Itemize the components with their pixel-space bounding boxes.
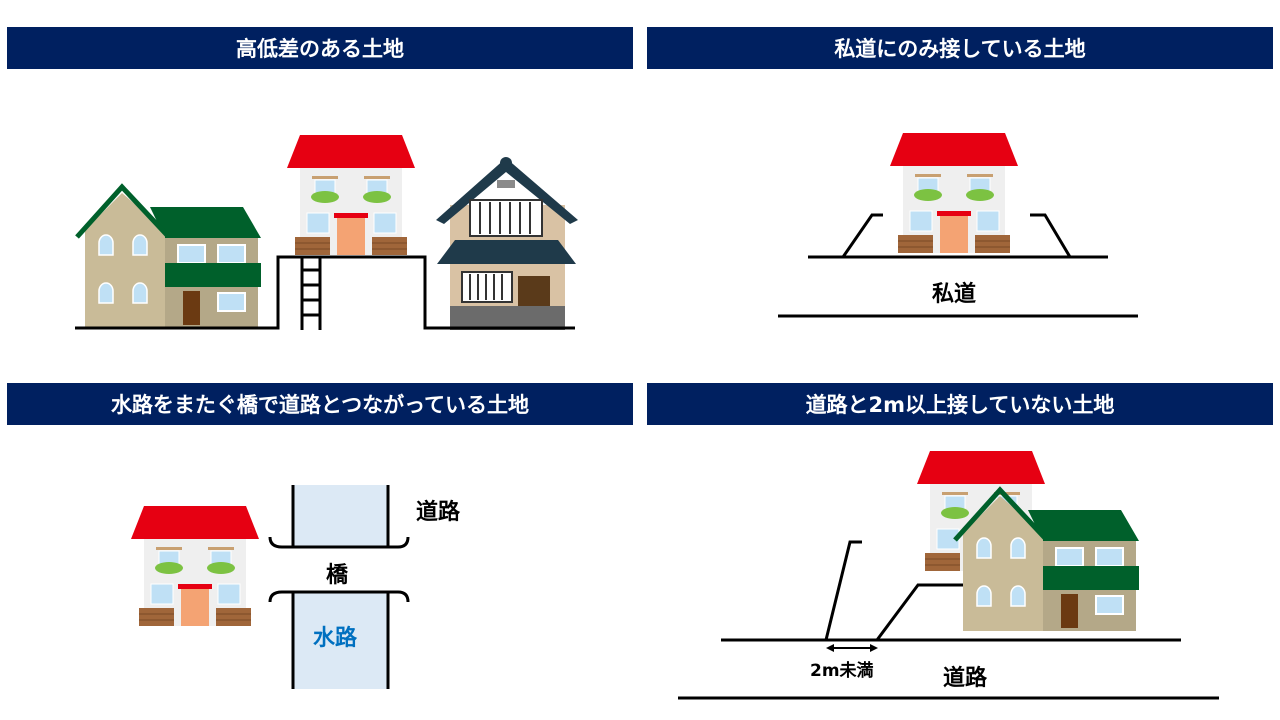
waterway-label: 水路 <box>313 626 358 651</box>
red-house-icon <box>130 505 260 627</box>
road-label: 道路 <box>943 666 988 691</box>
panel-title-private-road: 私道にのみ接している土地 <box>647 27 1273 69</box>
panel-title-elevation: 高低差のある土地 <box>7 27 633 69</box>
road-area <box>293 485 388 547</box>
green-house-icon <box>955 490 1139 631</box>
private-road-label: 私道 <box>932 282 977 307</box>
japanese-house-icon <box>436 157 578 330</box>
red-house-icon <box>286 134 416 256</box>
width-label: 2m未満 <box>810 661 874 681</box>
ladder-icon <box>300 258 322 330</box>
arrow-left-icon <box>826 644 834 652</box>
road-label: 道路 <box>416 500 461 525</box>
green-house-icon <box>77 187 261 328</box>
arrow-right-icon <box>870 644 878 652</box>
waterway-area <box>293 592 388 689</box>
frontage-diagram <box>678 450 1219 700</box>
waterway-diagram <box>130 485 410 689</box>
panel-title-waterway: 水路をまたぐ橋で道路とつながっている土地 <box>7 383 633 425</box>
bridge-lines <box>268 485 410 689</box>
panel-title-frontage: 道路と2m以上接していない土地 <box>647 383 1273 425</box>
red-house-icon <box>889 132 1019 254</box>
private-road-diagram <box>778 132 1138 318</box>
ground-line <box>75 255 575 330</box>
elevation-diagram <box>75 134 578 330</box>
bridge-label: 橋 <box>326 563 349 588</box>
